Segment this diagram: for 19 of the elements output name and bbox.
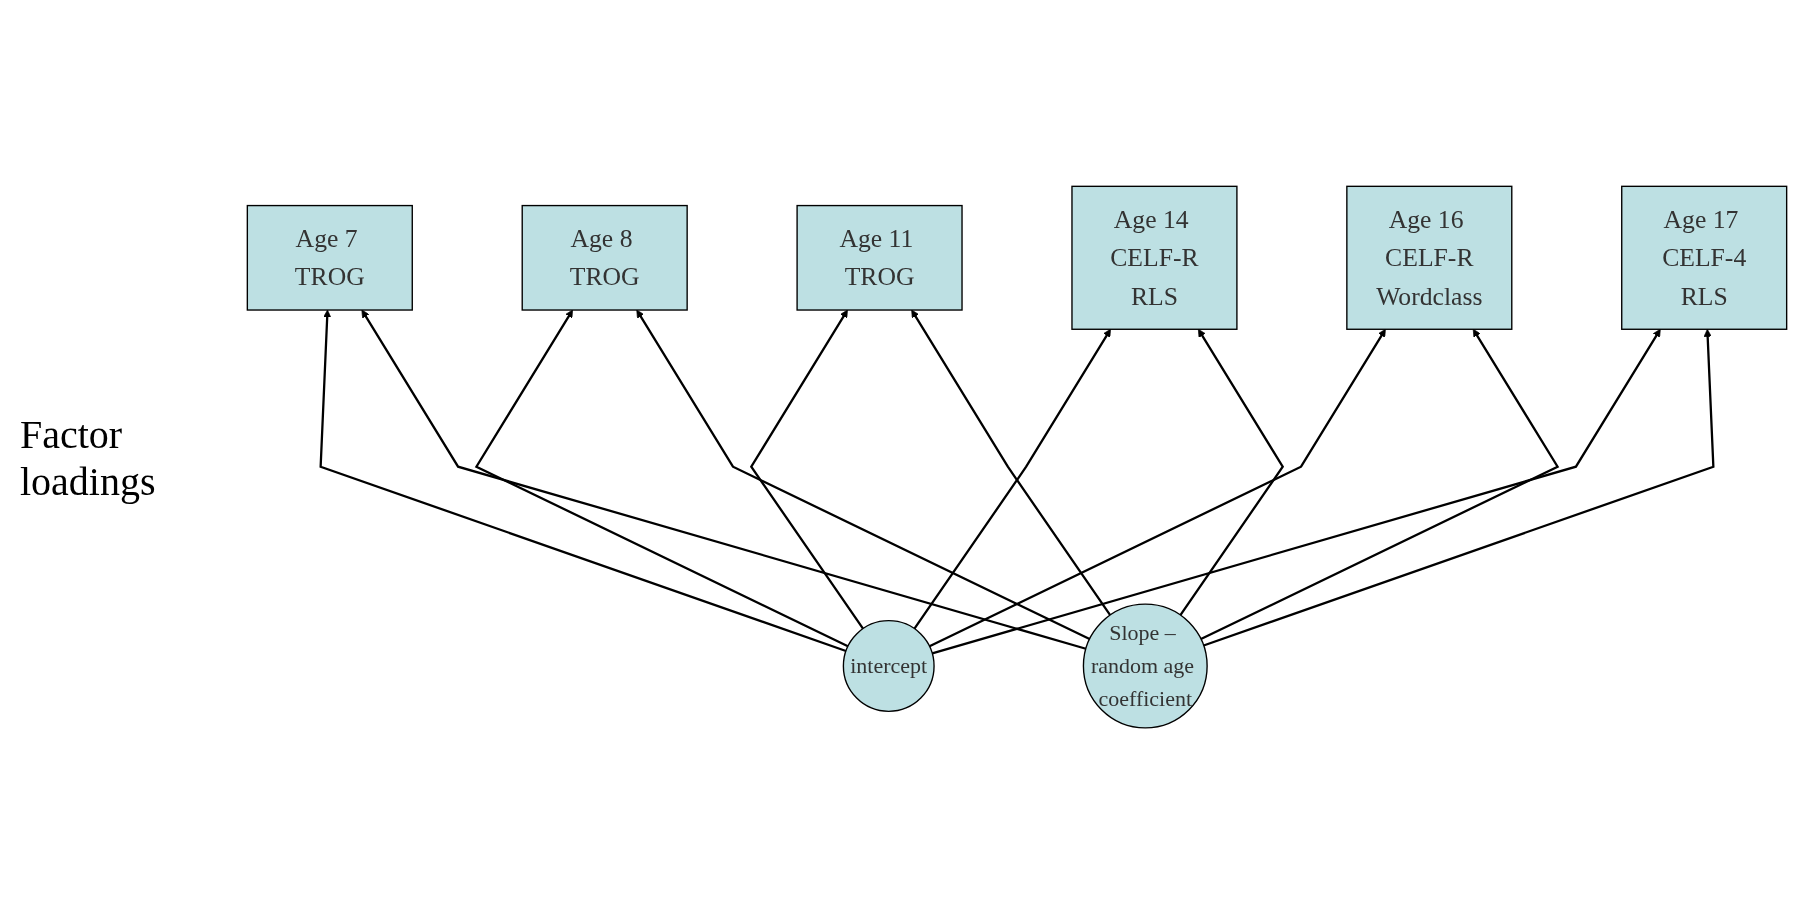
arrow	[636, 310, 1091, 641]
arrow	[1203, 329, 1715, 647]
arrow	[474, 310, 849, 648]
arrow	[361, 310, 1087, 651]
note-text: Factor loadings	[20, 410, 157, 505]
arrow	[749, 310, 864, 630]
arrow	[931, 329, 1661, 655]
node-box: Age 16 CELF-R Wordclass	[1346, 186, 1513, 331]
arrow	[1179, 329, 1285, 617]
arrow	[929, 329, 1386, 648]
node-box: Age 11 TROG	[796, 205, 963, 312]
node-circle: Slope – random age coefficient	[1082, 603, 1208, 729]
arrow	[1200, 329, 1560, 641]
node-box: Age 8 TROG	[521, 205, 688, 312]
node-circle: intercept	[842, 620, 935, 713]
arrow	[319, 310, 847, 653]
node-box: Age 14 CELF-R RLS	[1071, 186, 1238, 331]
node-box: Age 7 TROG	[246, 205, 413, 312]
node-box: Age 17 CELF-4 RLS	[1621, 186, 1788, 331]
